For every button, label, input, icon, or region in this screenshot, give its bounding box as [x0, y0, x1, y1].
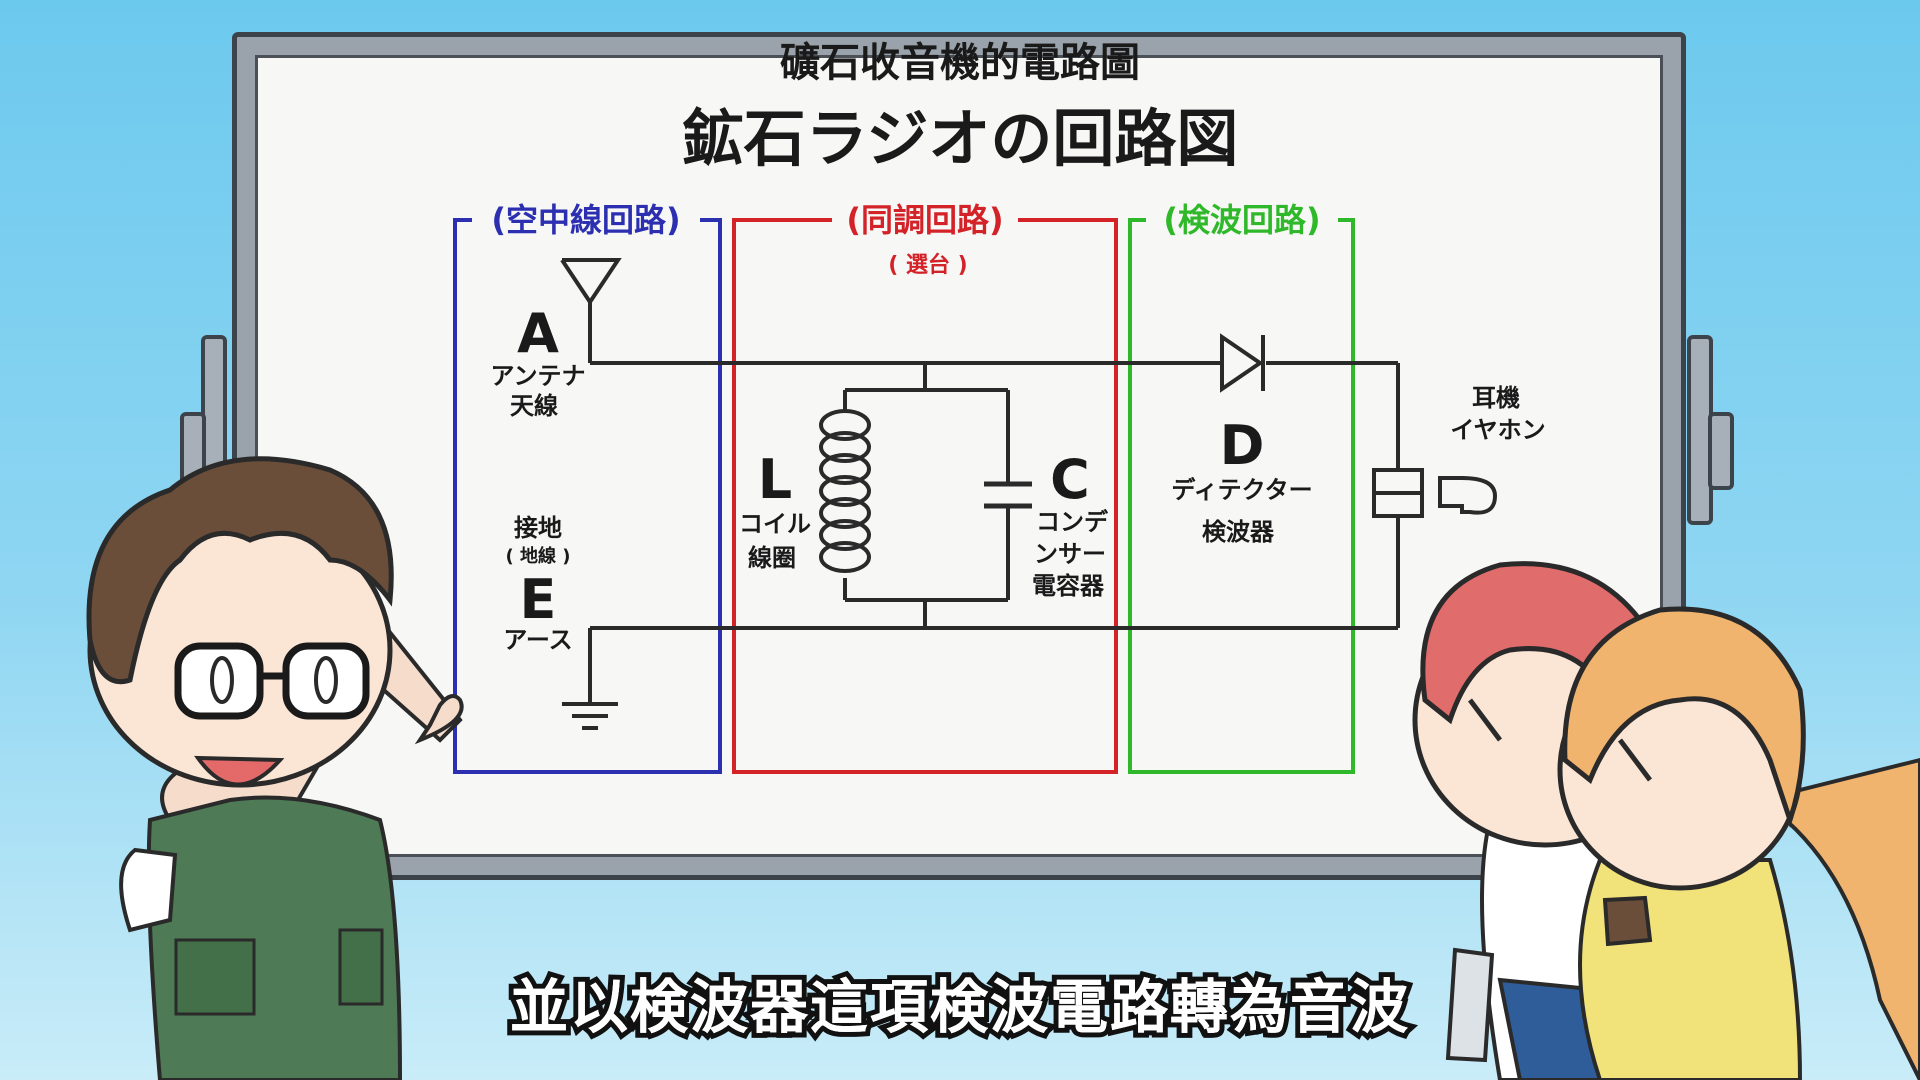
- whiteboard-frame: [232, 32, 1686, 880]
- ground-label-zh-paren: ( 地線 ): [506, 545, 571, 567]
- detector-letter: D: [1220, 414, 1265, 477]
- earphone-icon: [1372, 468, 1498, 518]
- held-radio: [1602, 895, 1653, 947]
- ground-letter: E: [520, 568, 557, 631]
- antenna-circuit-label: (空中線回路): [491, 201, 680, 239]
- coil-label-zh: 線圈: [748, 544, 796, 572]
- ground-label-zh: 接地: [514, 514, 562, 542]
- subtitle-text: 並以検波器這項検波電路轉為音波: [509, 973, 1410, 1041]
- tuning-circuit-label: (同調回路): [846, 201, 1003, 239]
- coil-letter: L: [758, 448, 792, 511]
- earphone-label-jp: イヤホン: [1450, 416, 1545, 444]
- subtitle-outline: 並以検波器這項検波電路轉為音波: [505, 968, 1413, 1046]
- diode-icon: [1220, 333, 1265, 393]
- circuit-wires: [588, 300, 1400, 702]
- tuning-circuit-section: (同調回路) ( 選台 ): [732, 198, 1118, 774]
- glasses-icon: [174, 642, 370, 720]
- antenna-icon: [560, 258, 622, 306]
- capacitor-label-jp-1: コンデ: [1036, 508, 1109, 536]
- antenna-label-jp: アンテナ: [490, 362, 585, 390]
- board-clamp-right: [1708, 412, 1734, 490]
- blonde-girl-character: [1557, 606, 1920, 1080]
- ground-icon: [562, 702, 618, 730]
- antenna-circuit-section: (空中線回路): [453, 198, 722, 774]
- detector-circuit-section: (検波回路): [1128, 198, 1355, 774]
- earphone-label-zh: 耳機: [1472, 384, 1520, 412]
- tuning-circuit-sublabel: ( 選台 ): [888, 252, 967, 278]
- capacitor-icon: [984, 481, 1032, 509]
- coil-icon: [819, 409, 871, 573]
- detector-circuit-label: (検波回路): [1163, 201, 1320, 239]
- capacitor-letter: C: [1050, 448, 1090, 511]
- board-title-japanese: 鉱石ラジオの回路図: [682, 102, 1239, 175]
- detector-label-zh: 検波器: [1202, 518, 1275, 546]
- antenna-letter: A: [517, 302, 559, 365]
- apron-pocket-left: [174, 938, 256, 1016]
- antenna-label-zh: 天線: [510, 392, 558, 420]
- teacher-character: [86, 456, 464, 1080]
- capacitor-label-jp-2: ンサー: [1034, 540, 1106, 568]
- board-title-chinese: 礦石收音機的電路圖: [780, 40, 1140, 86]
- detector-label-jp: ディテクター: [1171, 476, 1312, 504]
- capacitor-label-zh: 電容器: [1032, 572, 1105, 600]
- carried-case: [1445, 947, 1495, 1063]
- coil-label-jp: コイル: [739, 510, 811, 538]
- apron-pocket-right: [338, 928, 384, 1006]
- open-mouth: [194, 755, 285, 787]
- ground-label-jp: アース: [503, 626, 572, 654]
